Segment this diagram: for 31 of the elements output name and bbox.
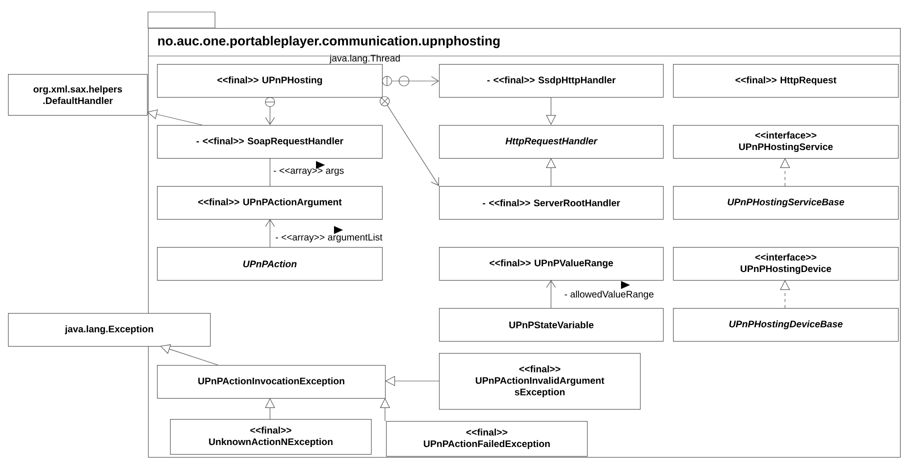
class-box: <<final>> UPnPValueRange bbox=[439, 247, 664, 281]
association-arrow bbox=[264, 97, 276, 125]
class-box: <<interface>> UPnPHostingService bbox=[673, 125, 899, 159]
class-box: HttpRequestHandler bbox=[439, 125, 664, 159]
class-box: <<interface>> UPnPHostingDevice bbox=[673, 247, 899, 281]
class-box: org.xml.sax.helpers .DefaultHandler bbox=[8, 74, 148, 116]
edge-label: - allowedValueRange bbox=[563, 290, 655, 300]
class-box: UPnPActionInvocationException bbox=[157, 365, 386, 399]
generalization-arrow bbox=[160, 344, 218, 366]
edge-label: - <<array>> argumentList bbox=[274, 232, 384, 244]
association-arrow bbox=[382, 76, 439, 86]
association-arrow bbox=[546, 280, 556, 308]
generalization-arrow bbox=[147, 109, 202, 126]
class-box: UPnPHostingDeviceBase bbox=[673, 308, 899, 342]
class-box: <<final>> UPnPActionFailedException bbox=[386, 421, 588, 457]
class-box: <<final>> UPnPActionArgument bbox=[157, 186, 383, 220]
class-box: <<final>> HttpRequest bbox=[673, 64, 899, 98]
class-box: java.lang.Exception bbox=[8, 313, 211, 347]
class-box: - <<final>> ServerRootHandler bbox=[439, 186, 664, 220]
edge-label: - <<array>> args bbox=[272, 167, 346, 177]
class-box: UPnPAction bbox=[157, 247, 383, 281]
association-arrow bbox=[380, 96, 440, 186]
class-box: <<final>> UPnPHosting bbox=[157, 64, 383, 98]
interface-label: java.lang.Thread bbox=[329, 54, 400, 64]
class-box: <<final>> UPnPActionInvalidArgument sException bbox=[439, 353, 641, 410]
class-box: <<final>> UnknownActionNException bbox=[170, 419, 372, 455]
class-box: UPnPHostingServiceBase bbox=[673, 186, 899, 220]
class-box: - <<final>> SoapRequestHandler bbox=[157, 125, 383, 159]
class-box: - <<final>> SsdpHttpHandler bbox=[439, 64, 664, 98]
class-box: UPnPStateVariable bbox=[439, 308, 664, 342]
association-arrow bbox=[265, 219, 275, 248]
